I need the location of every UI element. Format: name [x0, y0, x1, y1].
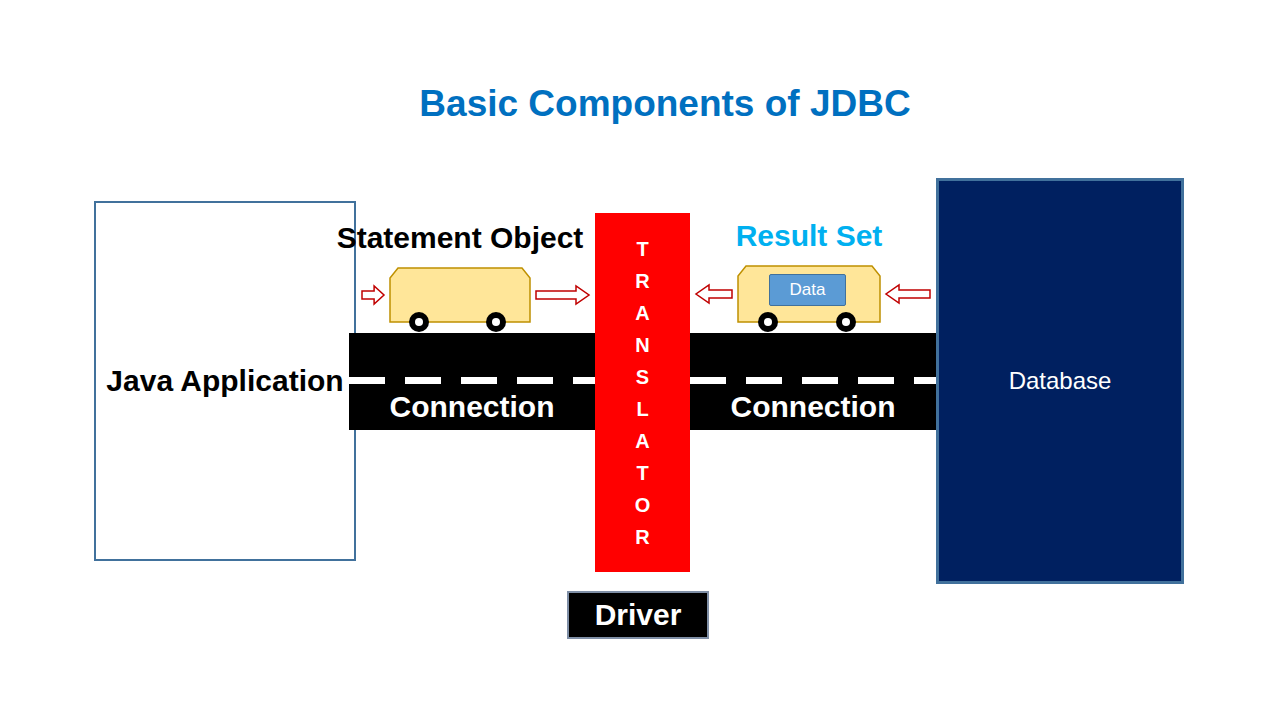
flow-arrow: [536, 286, 589, 304]
component-heading: Result Set: [679, 214, 939, 258]
node-label: Connection: [390, 389, 555, 425]
node-label: Data: [790, 280, 826, 300]
node-label: Java Application: [106, 359, 343, 403]
node-label: Driver: [595, 597, 682, 633]
car-outline: [390, 268, 530, 322]
component-heading: Statement Object: [330, 216, 590, 260]
data-box: Data: [769, 274, 846, 306]
flow-arrow: [696, 285, 732, 303]
connection-road: Connection: [349, 333, 595, 430]
result-set-car: Result SetData: [738, 266, 880, 322]
node-label: TRANSLATOR: [633, 233, 653, 553]
node-label: Connection: [731, 389, 896, 425]
database-box: Database: [936, 178, 1184, 584]
driver-box: Driver: [567, 591, 709, 639]
diagram-title: Basic Components of JDBC: [340, 82, 990, 126]
connection-road: Connection: [690, 333, 936, 430]
statement-car: Statement Object: [390, 268, 530, 322]
node-label: Database: [1009, 366, 1112, 396]
flow-arrow: [362, 286, 384, 304]
flow-arrow: [886, 285, 930, 303]
translator-band: TRANSLATOR: [595, 213, 690, 572]
application-box: Java Application: [94, 201, 356, 561]
